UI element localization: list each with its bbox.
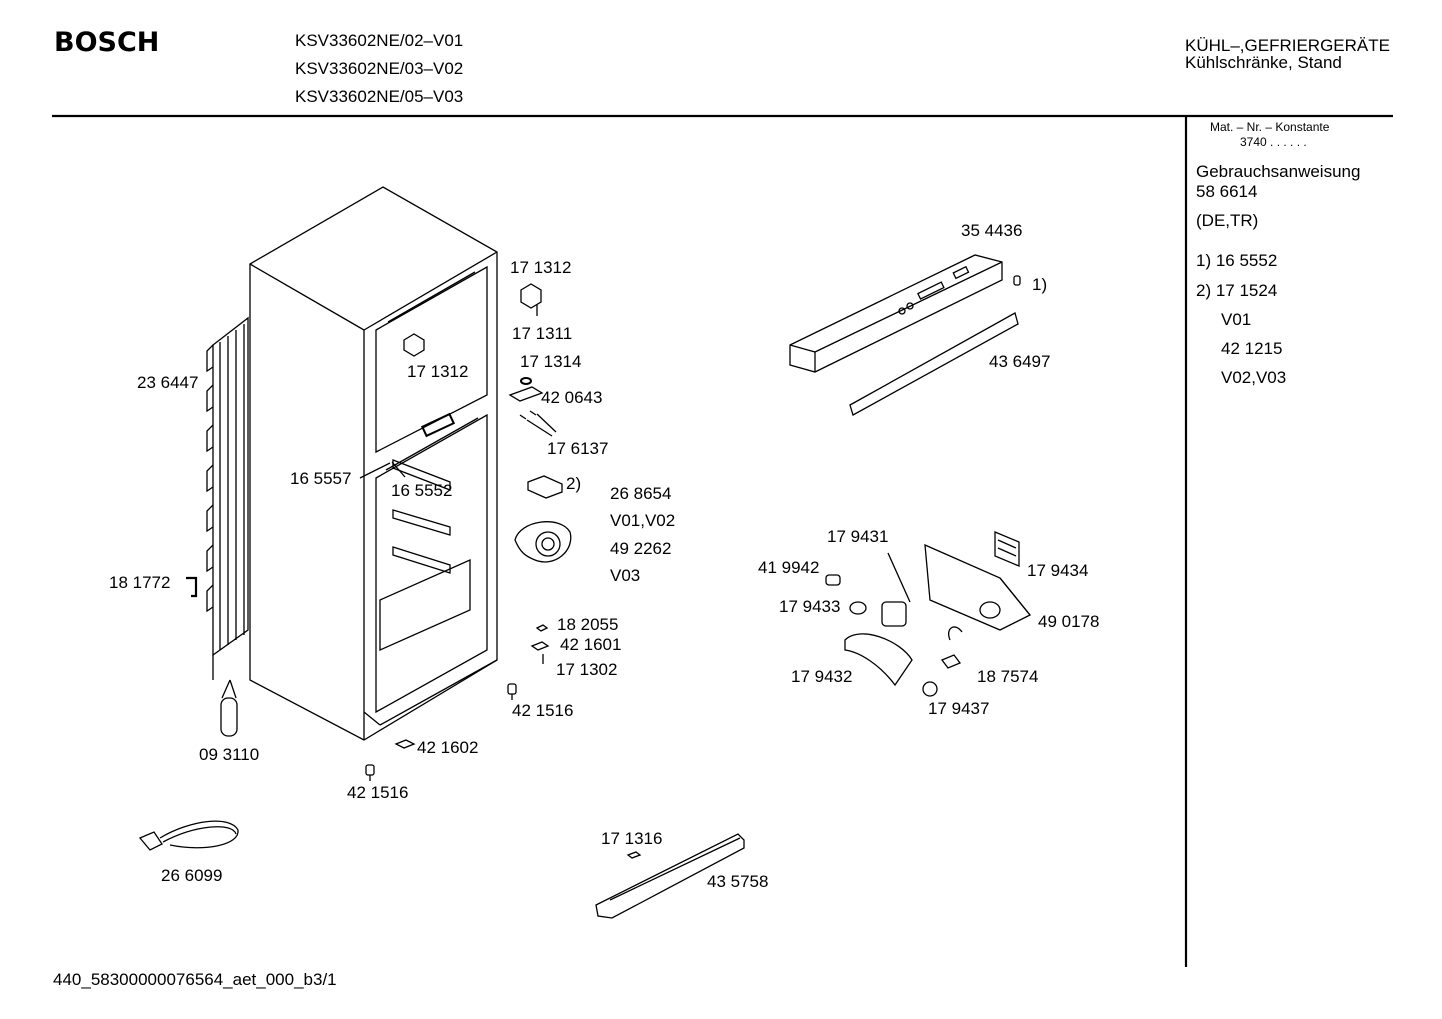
manual-language: (DE,TR)	[1196, 211, 1259, 230]
category-title: KÜHL–,GEFRIERGERÄTE	[1185, 36, 1390, 55]
part-label: 1)	[1032, 275, 1048, 294]
note-3: V01	[1221, 310, 1252, 329]
part-label: 26 6099	[161, 866, 223, 885]
manual-number: 58 6614	[1196, 182, 1258, 201]
part-label: 42 0643	[541, 388, 603, 407]
note-2: 2) 17 1524	[1196, 281, 1278, 300]
part-label: 17 9433	[779, 597, 841, 616]
part-label: 17 9434	[1027, 561, 1089, 580]
decor-strip-drawing	[849, 312, 1019, 416]
part-label: 2)	[566, 474, 582, 493]
part-label: 43 6497	[989, 352, 1051, 371]
control-panel-drawing	[789, 254, 1003, 373]
part-label: 18 2055	[557, 615, 619, 634]
note-1: 1) 16 5552	[1196, 251, 1278, 270]
part-label: 16 5557	[290, 469, 352, 488]
model-number-1: KSV33602NE/02–V01	[295, 31, 464, 50]
part-label: V01,V02	[610, 511, 676, 530]
note-4: 42 1215	[1221, 339, 1283, 358]
part-label: 49 2262	[610, 539, 672, 558]
part-label: 49 0178	[1038, 612, 1100, 631]
part-label: 35 4436	[961, 221, 1023, 240]
manual-label: Gebrauchsanweisung	[1196, 162, 1361, 181]
part-label: 42 1516	[512, 701, 574, 720]
part-label: 17 9437	[928, 699, 990, 718]
part-label: 17 1314	[520, 352, 582, 371]
part-label: 17 1312	[510, 258, 572, 277]
part-label: 16 5552	[391, 481, 453, 500]
brand-logo: BOSCH	[54, 27, 160, 58]
capsule-drawing	[220, 679, 238, 737]
bracket-drawing	[186, 576, 198, 598]
document-id: 440_58300000076564_aet_000_b3/1	[53, 970, 337, 989]
part-label: 17 9432	[791, 667, 853, 686]
category-subtitle: Kühlschränke, Stand	[1185, 53, 1342, 72]
part-label: 41 9942	[758, 558, 820, 577]
part-label: 17 6137	[547, 439, 609, 458]
part-label: V03	[610, 566, 641, 585]
hinge-top-drawing	[520, 283, 542, 309]
lamp-cover-drawing	[844, 633, 913, 687]
part-label: 17 1312	[407, 362, 469, 381]
fan-drawing	[514, 521, 572, 563]
part-label: 43 5758	[707, 872, 769, 891]
power-cord-drawing	[138, 820, 239, 851]
part-label: 42 1516	[347, 783, 409, 802]
part-label: 23 6447	[137, 373, 199, 392]
part-label: 18 1772	[109, 573, 171, 592]
part-label: 42 1601	[560, 635, 622, 654]
mat-number-label: Mat. – Nr. – Konstante	[1210, 120, 1330, 134]
part-label: 09 3110	[199, 745, 260, 764]
part-label: 17 9431	[827, 527, 889, 546]
door-handle-drawing	[595, 833, 745, 919]
thermostat-housing-drawing	[924, 543, 1032, 631]
part-label: 26 8654	[610, 484, 672, 503]
part-label: 17 1311	[512, 324, 573, 343]
model-number-3: KSV33602NE/05–V03	[295, 87, 464, 106]
note-5: V02,V03	[1221, 368, 1287, 387]
part-label: 17 1316	[601, 829, 663, 848]
cabinet-drawing	[249, 186, 498, 741]
part-label: 17 1302	[556, 660, 618, 679]
model-number-2: KSV33602NE/03–V02	[295, 59, 464, 78]
part-label: 18 7574	[977, 667, 1039, 686]
mat-number-value: 3740 . . . . . .	[1240, 135, 1307, 149]
control-box-drawing	[527, 475, 563, 499]
condenser-drawing	[206, 316, 249, 680]
part-label: 42 1602	[417, 738, 479, 757]
